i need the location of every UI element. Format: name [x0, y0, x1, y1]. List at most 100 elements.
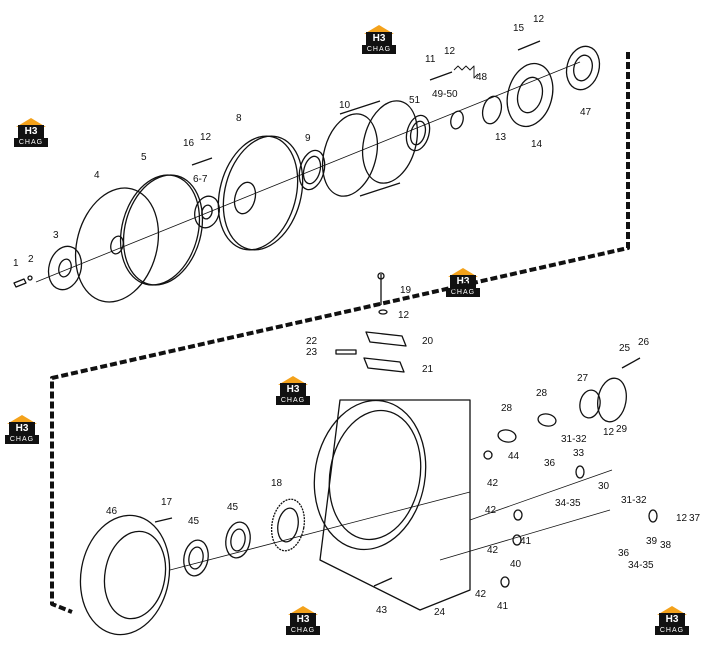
label-6-7: 6-7 [193, 174, 208, 185]
label-42-d: 42 [475, 589, 487, 600]
label-40: 40 [510, 559, 522, 570]
label-3: 3 [53, 230, 59, 241]
label-34-35-b: 34-35 [628, 560, 654, 571]
label-16: 16 [183, 138, 195, 149]
flex-plate-5 [119, 174, 204, 286]
valve-39 [648, 509, 658, 523]
label-13: 13 [495, 132, 507, 143]
bolt-19 [377, 272, 385, 305]
label-4: 4 [94, 170, 100, 181]
oring-28-a [497, 429, 517, 443]
label-42-c: 42 [487, 545, 499, 556]
label-41-a: 41 [520, 536, 532, 547]
label-20: 20 [422, 336, 434, 347]
bolt-16 [191, 157, 213, 166]
ring-49-50 [450, 110, 464, 130]
label-9: 9 [305, 133, 311, 144]
watermark-logo: H3 CHAG [362, 25, 396, 55]
label-8: 8 [236, 113, 242, 124]
bolt-11 [429, 71, 453, 81]
label-31-32-b: 31-32 [621, 495, 647, 506]
bracket-22-23 [335, 349, 357, 355]
washer-2 [27, 275, 33, 281]
label-44: 44 [508, 451, 520, 462]
label-28-a: 28 [501, 403, 513, 414]
label-19: 19 [400, 285, 412, 296]
label-41-b: 41 [497, 601, 509, 612]
watermark-logo: H3 CHAG [5, 415, 39, 445]
label-46: 46 [106, 506, 118, 517]
label-10: 10 [339, 100, 351, 111]
bolt-17 [154, 517, 173, 523]
assembly-connector [50, 52, 630, 614]
label-48: 48 [476, 72, 488, 83]
label-11: 11 [425, 54, 436, 65]
label-12-left: 12 [200, 132, 212, 143]
cover-46 [79, 514, 171, 636]
watermark-logo: H3 CHAG [276, 376, 310, 406]
label-28-b: 28 [536, 388, 548, 399]
watermark-logo: H3 CHAG [14, 118, 48, 148]
label-1: 1 [13, 258, 19, 269]
bolt-15 [517, 40, 541, 51]
plate-21 [363, 357, 405, 373]
label-45-a: 45 [188, 516, 200, 527]
label-30: 30 [598, 481, 610, 492]
label-37: 37 [689, 513, 701, 524]
label-43: 43 [376, 605, 388, 616]
label-12-top: 12 [533, 14, 545, 25]
housing-cover-10 [321, 100, 419, 197]
lower-axis-line [169, 491, 471, 571]
watermark-logo: H3 CHAG [286, 606, 320, 636]
bolt-25-26 [621, 357, 641, 369]
label-12-right: 12 [603, 427, 615, 438]
bearing-51 [405, 114, 431, 152]
label-14: 14 [531, 139, 543, 150]
plug-40 [513, 509, 523, 521]
label-42-a: 42 [487, 478, 499, 489]
washer-12-mid [378, 309, 388, 315]
label-23: 23 [306, 347, 318, 358]
label-38: 38 [660, 540, 672, 551]
label-17: 17 [161, 497, 173, 508]
valve-33 [575, 465, 585, 479]
plug-44 [483, 450, 493, 460]
label-21: 21 [422, 364, 434, 375]
label-45-b: 45 [227, 502, 239, 513]
ring-plate-3 [47, 245, 83, 291]
label-12-upper: 12 [444, 46, 456, 57]
label-26: 26 [638, 337, 650, 348]
ring-13 [481, 95, 503, 125]
label-36-b: 36 [618, 548, 630, 559]
pump-14 [506, 62, 554, 128]
plug-41 [500, 534, 522, 588]
label-2: 2 [28, 254, 34, 265]
label-25: 25 [619, 343, 631, 354]
label-33: 33 [573, 448, 585, 459]
flange-47 [565, 45, 601, 91]
upper-axis-line [35, 61, 581, 283]
flange-27 [579, 377, 627, 423]
label-42-b: 42 [485, 505, 497, 516]
plate-20 [365, 331, 407, 347]
seal-45-a [225, 521, 251, 559]
seal-45-b [183, 539, 209, 577]
oring-28-b [537, 413, 557, 427]
label-29: 29 [616, 424, 628, 435]
housing-24 [313, 399, 471, 611]
flywheel-8 [217, 135, 304, 251]
label-51: 51 [409, 95, 421, 106]
label-34-35-a: 34-35 [555, 498, 581, 509]
label-18: 18 [271, 478, 283, 489]
label-24: 24 [434, 607, 446, 618]
label-47: 47 [580, 107, 592, 118]
flex-plate-4 [74, 187, 160, 303]
label-39: 39 [646, 536, 658, 547]
label-12-mid: 12 [398, 310, 410, 321]
label-31-32-a: 31-32 [561, 434, 587, 445]
label-15: 15 [513, 23, 525, 34]
label-27: 27 [577, 373, 589, 384]
gear-18 [270, 498, 306, 552]
bolt-1 [13, 278, 27, 288]
